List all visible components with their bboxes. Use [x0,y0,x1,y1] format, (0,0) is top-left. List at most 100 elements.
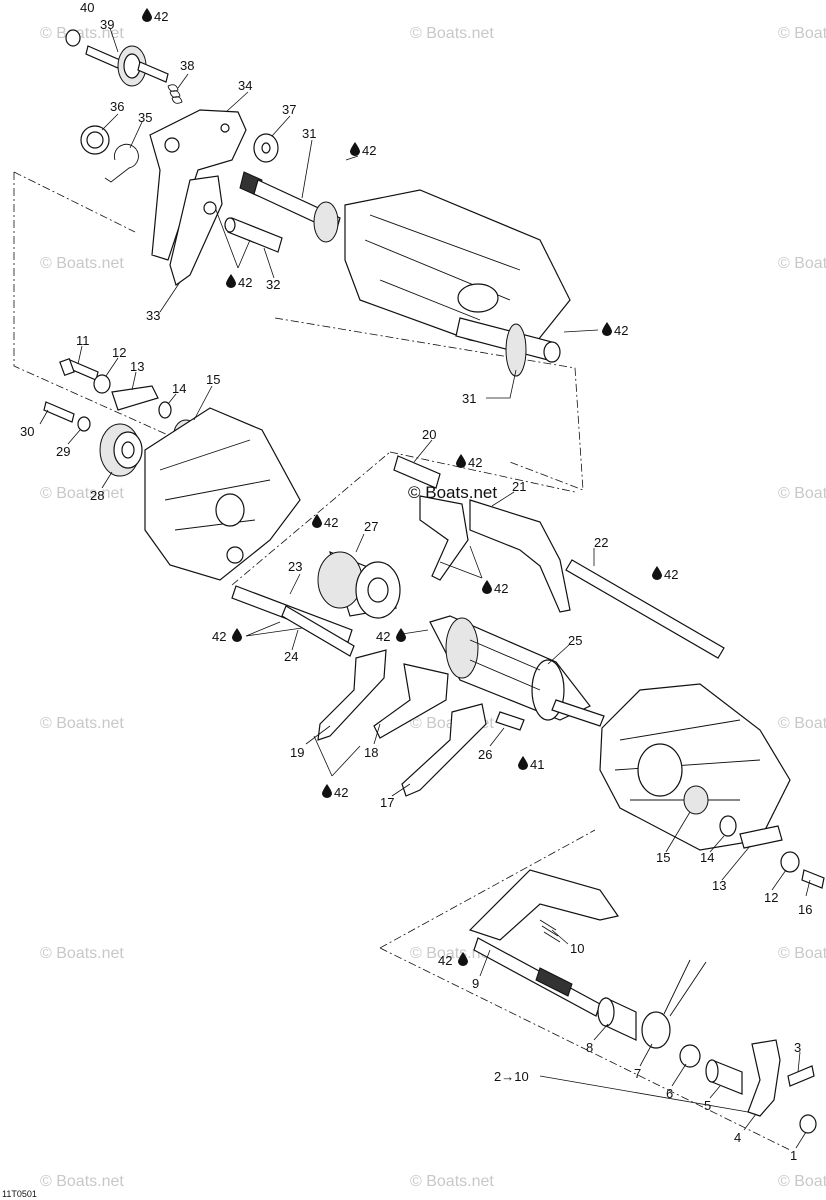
shift-fork-19 [317,649,387,741]
watermark: © Boats.net [40,25,124,42]
bottom-assembly [468,869,817,1134]
watermark: © Boats.net [410,25,494,42]
washer-12-right [780,851,800,873]
part-label: 29 [56,444,70,459]
watermark: © Boats.net [40,715,124,732]
spring-38 [167,84,183,104]
lubricant-drop-icon [652,566,662,580]
watermark: © Boats.net [410,1173,494,1190]
part-label: 4 [734,1130,741,1145]
watermark: © Boats.net [778,945,826,962]
part-label: 12 [112,345,126,360]
leader-lines [39,27,811,1149]
watermark-dark: © Boats.net [408,483,497,502]
part-label: 24 [284,649,298,664]
lever-4 [747,1039,781,1117]
washer-14 [158,401,172,419]
bolt-16 [801,869,825,889]
spring-35 [104,143,139,183]
part-label: 20 [422,427,436,442]
part-label: 33 [146,308,160,323]
washer-1 [799,1114,817,1134]
watermark: © Boats.net [40,945,124,962]
crankcase-left [144,407,301,581]
shift-fork-18 [373,663,449,739]
shift-shaft-9 [468,869,620,941]
shift-drum-25 [429,615,605,727]
lubricant-code: 42 [664,567,678,582]
part-label: 38 [180,58,194,73]
part-labels: 40 39 38 34 36 35 37 31 32 33 31 11 12 1… [20,0,812,1163]
shift-drum-27 [317,550,401,619]
shift-housing [344,189,571,351]
part-label: 12 [764,890,778,905]
watermark: © Boats.net [40,1173,124,1190]
part-label: 32 [266,277,280,292]
fork-shaft-20 [393,455,441,489]
assembly-guide-lines [13,171,791,1151]
bushing-5 [705,1059,743,1095]
part-label: 18 [364,745,378,760]
part-label: 19 [290,745,304,760]
washer-6 [679,1044,701,1068]
lubricant-code: 42 [212,629,226,644]
part-label: 11 [76,333,90,348]
part-label: 27 [364,519,378,534]
watermarks: © Boats.net © Boats.net © Boats.net © Bo… [40,25,826,1190]
part-label: 26 [478,747,492,762]
lubricant-code: 41 [530,757,544,772]
part-label: 34 [238,78,252,93]
part-label: 14 [700,850,714,865]
washer-40 [65,29,81,47]
part-label: 21 [512,479,526,494]
lever-13-right [739,825,783,849]
lubricant-code: 42 [334,785,348,800]
lubricant-code: 42 [238,275,252,290]
lubricant-code: 42 [614,323,628,338]
part-label: 25 [568,633,582,648]
bolt-11 [59,357,99,381]
part-label: 16 [798,902,812,917]
part-label: 31 [302,126,316,141]
shift-fork-21 [469,499,571,613]
lubricant-drop-icon [482,580,492,594]
watermark: © Boats.net [778,25,826,42]
shift-shaft-31 [239,171,341,243]
washer-14-right [719,815,737,837]
part-label: 15 [206,372,220,387]
pin-26 [495,711,525,731]
spring-15-right [683,785,709,815]
part-label: 36 [110,99,124,114]
shift-fork-17 [401,703,487,797]
part-label: 3 [794,1040,801,1055]
watermark: © Boats.net [778,485,826,502]
left-middle-assembly [43,357,301,581]
lubricant-drop-icon [350,142,360,156]
part-label: 31 [462,391,476,406]
center-assembly [231,455,725,797]
lubricant-codes: 42 42 42 42 42 42 42 42 42 42 41 42 42 [154,9,678,968]
part-label: 23 [288,559,302,574]
right-assembly [599,683,825,889]
lubricant-code: 42 [468,455,482,470]
lubricant-code: 42 [376,629,390,644]
lubricant-code: 42 [494,581,508,596]
lubricant-drop-icon [518,756,528,770]
callout-range-label: 2→10 [494,1069,529,1084]
part-label: 5 [704,1098,711,1113]
lubricant-drop-icon [396,628,406,642]
lubricant-code: 42 [324,515,338,530]
part-label: 7 [634,1066,641,1081]
bolt-3 [787,1065,815,1087]
drawing-code: 11T0501 [2,1189,37,1199]
part-label: 39 [100,17,114,32]
lubricant-code: 42 [154,9,168,24]
part-label: 9 [472,976,479,991]
torsion-spring-7 [641,959,707,1049]
part-label: 1 [790,1148,797,1163]
lubricant-drop-icon [226,274,236,288]
bushing-8 [597,997,637,1041]
washer-29 [77,416,91,432]
top-assembly [65,29,571,377]
